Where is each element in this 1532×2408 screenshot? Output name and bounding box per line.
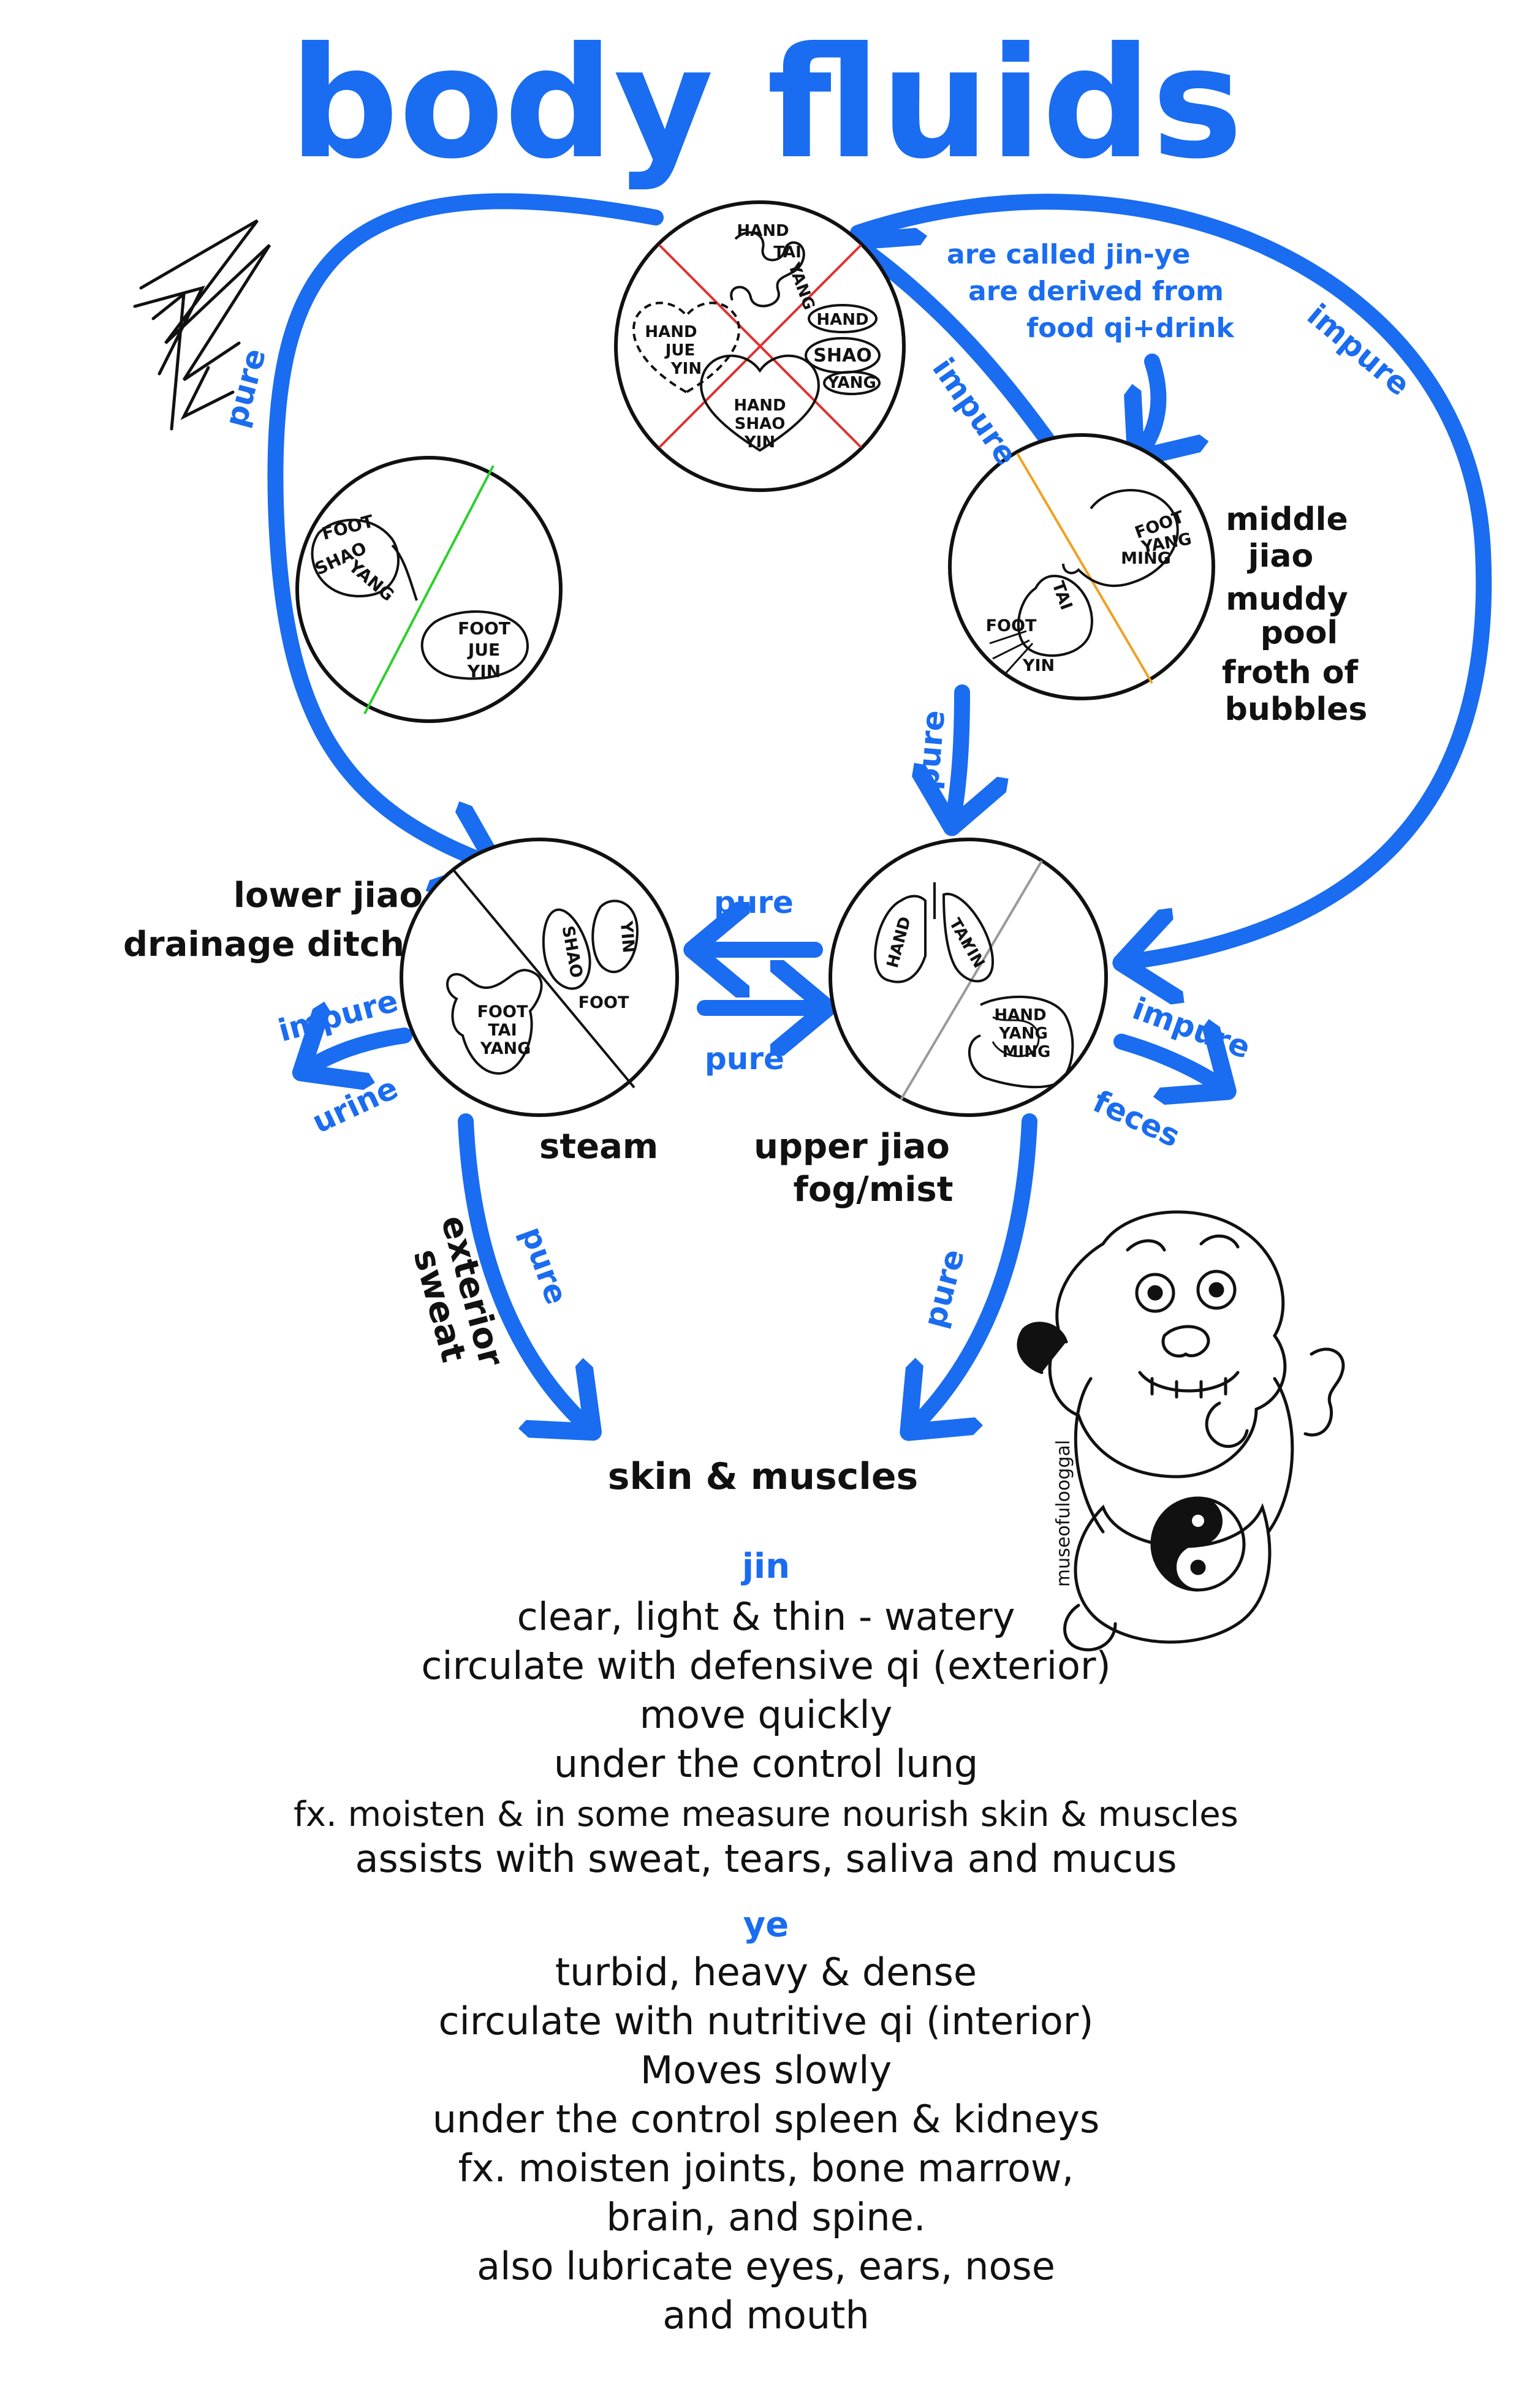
- sj-label-2: SHAO: [813, 345, 871, 366]
- top-circle: HAND TAI YANG HAND SHAO YANG HAND SHAO Y…: [614, 200, 906, 492]
- note-line-1: are called jin-ye: [947, 239, 1190, 270]
- bl-label-1: FOOT: [477, 1002, 528, 1021]
- ye-line-5: fx. moisten joints, bone marrow,: [458, 2146, 1074, 2190]
- sj-label-3: YANG: [827, 374, 876, 392]
- kd-label-3: FOOT: [578, 993, 629, 1012]
- jin-line-5: fx. moisten & in some measure nourish sk…: [294, 1795, 1238, 1834]
- middle-jiao-label-2: jiao: [1247, 538, 1313, 575]
- bl-label-3: YANG: [480, 1039, 531, 1058]
- middle-jiao-circle: FOOT YANG MING FOOT TAI YIN: [948, 433, 1215, 700]
- ht-label-2: SHAO: [735, 415, 786, 433]
- li-label-3: MING: [1003, 1043, 1051, 1061]
- foo-dog-mascot: [1017, 1210, 1345, 1652]
- arrow-impure-up: [858, 245, 1065, 461]
- si-label-2: TAI: [773, 243, 802, 262]
- li-label-1: HAND: [994, 1006, 1046, 1024]
- jin-line-6: assists with sweat, tears, saliva and mu…: [355, 1836, 1177, 1881]
- label-pure-middle: pure: [909, 709, 952, 792]
- label-pure-left: pure: [218, 345, 273, 431]
- arrow-pure-lower-left: [458, 1113, 588, 1428]
- ht-label-1: HAND: [734, 396, 786, 415]
- signature-scribble: [133, 219, 271, 431]
- label-urine: urine: [307, 1070, 404, 1140]
- jin-heading: jin: [741, 1547, 790, 1586]
- sp-label-1: FOOT: [986, 616, 1037, 635]
- pc-label-1: HAND: [645, 323, 697, 341]
- label-feces: feces: [1088, 1083, 1186, 1154]
- liver-label-3: YIN: [467, 661, 501, 681]
- li-label-2: YANG: [998, 1024, 1048, 1043]
- left-circle: FOOT SHAO YANG FOOT JUE YIN: [295, 456, 563, 723]
- steam-label: steam: [539, 1127, 658, 1167]
- arrow-impure-right: [850, 194, 1492, 962]
- si-label-1: HAND: [737, 222, 789, 240]
- label-pure-between-top: pure: [714, 885, 794, 920]
- ye-line-7: also lubricate eyes, ears, nose: [477, 2244, 1055, 2289]
- liver-label-2: JUE: [467, 640, 500, 660]
- lower-jiao-label-2: drainage ditch: [123, 925, 404, 964]
- lower-jiao-circle: SHAO YIN FOOT FOOT TAI YANG: [400, 838, 679, 1117]
- upper-jiao-label-2: fog/mist: [793, 1170, 953, 1210]
- arrows: [267, 193, 1492, 1428]
- middle-jiao-label-3: muddy: [1226, 581, 1348, 618]
- mascot-signature: museofulooggal: [1053, 1440, 1074, 1587]
- arrow-note-down: [1140, 354, 1158, 453]
- arrow-pure-lower-right: [913, 1113, 1037, 1428]
- note-line-3: food qi+drink: [1026, 312, 1235, 344]
- arrow-pure-left: [267, 193, 664, 864]
- ye-heading: ye: [743, 1905, 789, 1945]
- middle-jiao-label-4: pool: [1261, 615, 1338, 651]
- skin-muscles-label: skin & muscles: [608, 1455, 918, 1498]
- upper-jiao-circle: HAND TAI YIN HAND YANG MING: [829, 838, 1108, 1117]
- ye-line-8: and mouth: [662, 2293, 870, 2338]
- jin-line-4: under the control lung: [554, 1741, 979, 1786]
- jin-line-3: move quickly: [640, 1692, 893, 1737]
- ye-line-1: turbid, heavy & dense: [555, 1950, 977, 1994]
- middle-jiao-label-5: froth of: [1222, 654, 1359, 691]
- jin-line-1: clear, light & thin - watery: [517, 1594, 1015, 1639]
- label-impure-top: impure: [925, 352, 1025, 472]
- middle-jiao-label-6: bubbles: [1225, 691, 1368, 728]
- label-pure-between-bottom: pure: [705, 1041, 784, 1077]
- jin-line-2: circulate with defensive qi (exterior): [421, 1643, 1110, 1688]
- ye-line-4: under the control spleen & kidneys: [433, 2097, 1100, 2141]
- arrow-feces: [1113, 1042, 1223, 1088]
- label-pure-lower-right: pure: [917, 1246, 972, 1332]
- bl-label-2: TAI: [488, 1021, 517, 1040]
- kd-label-2: YIN: [616, 920, 639, 954]
- sj-label-1: HAND: [816, 311, 868, 329]
- arrow-urine: [306, 1036, 412, 1069]
- page-title: body fluids: [289, 14, 1243, 192]
- note-line-2: are derived from: [968, 276, 1224, 307]
- ht-label-3: YIN: [744, 433, 775, 452]
- pc-label-2: JUE: [664, 341, 696, 360]
- ye-line-3: Moves slowly: [640, 2048, 892, 2092]
- pc-label-3: YIN: [670, 360, 702, 378]
- liver-label-1: FOOT: [458, 618, 510, 638]
- lower-jiao-label-1: lower jiao: [233, 876, 423, 915]
- middle-jiao-label-1: middle: [1226, 501, 1348, 538]
- upper-jiao-label-1: upper jiao: [754, 1127, 950, 1167]
- ye-line-6: brain, and spine.: [606, 2195, 925, 2240]
- sp-label-3: YIN: [1022, 656, 1055, 675]
- ye-line-2: circulate with nutritive qi (interior): [439, 1999, 1094, 2043]
- arrow-pure-middle: [953, 684, 962, 821]
- st-label-3: MING: [1121, 549, 1171, 568]
- label-pure-lower-left: pure: [514, 1222, 575, 1309]
